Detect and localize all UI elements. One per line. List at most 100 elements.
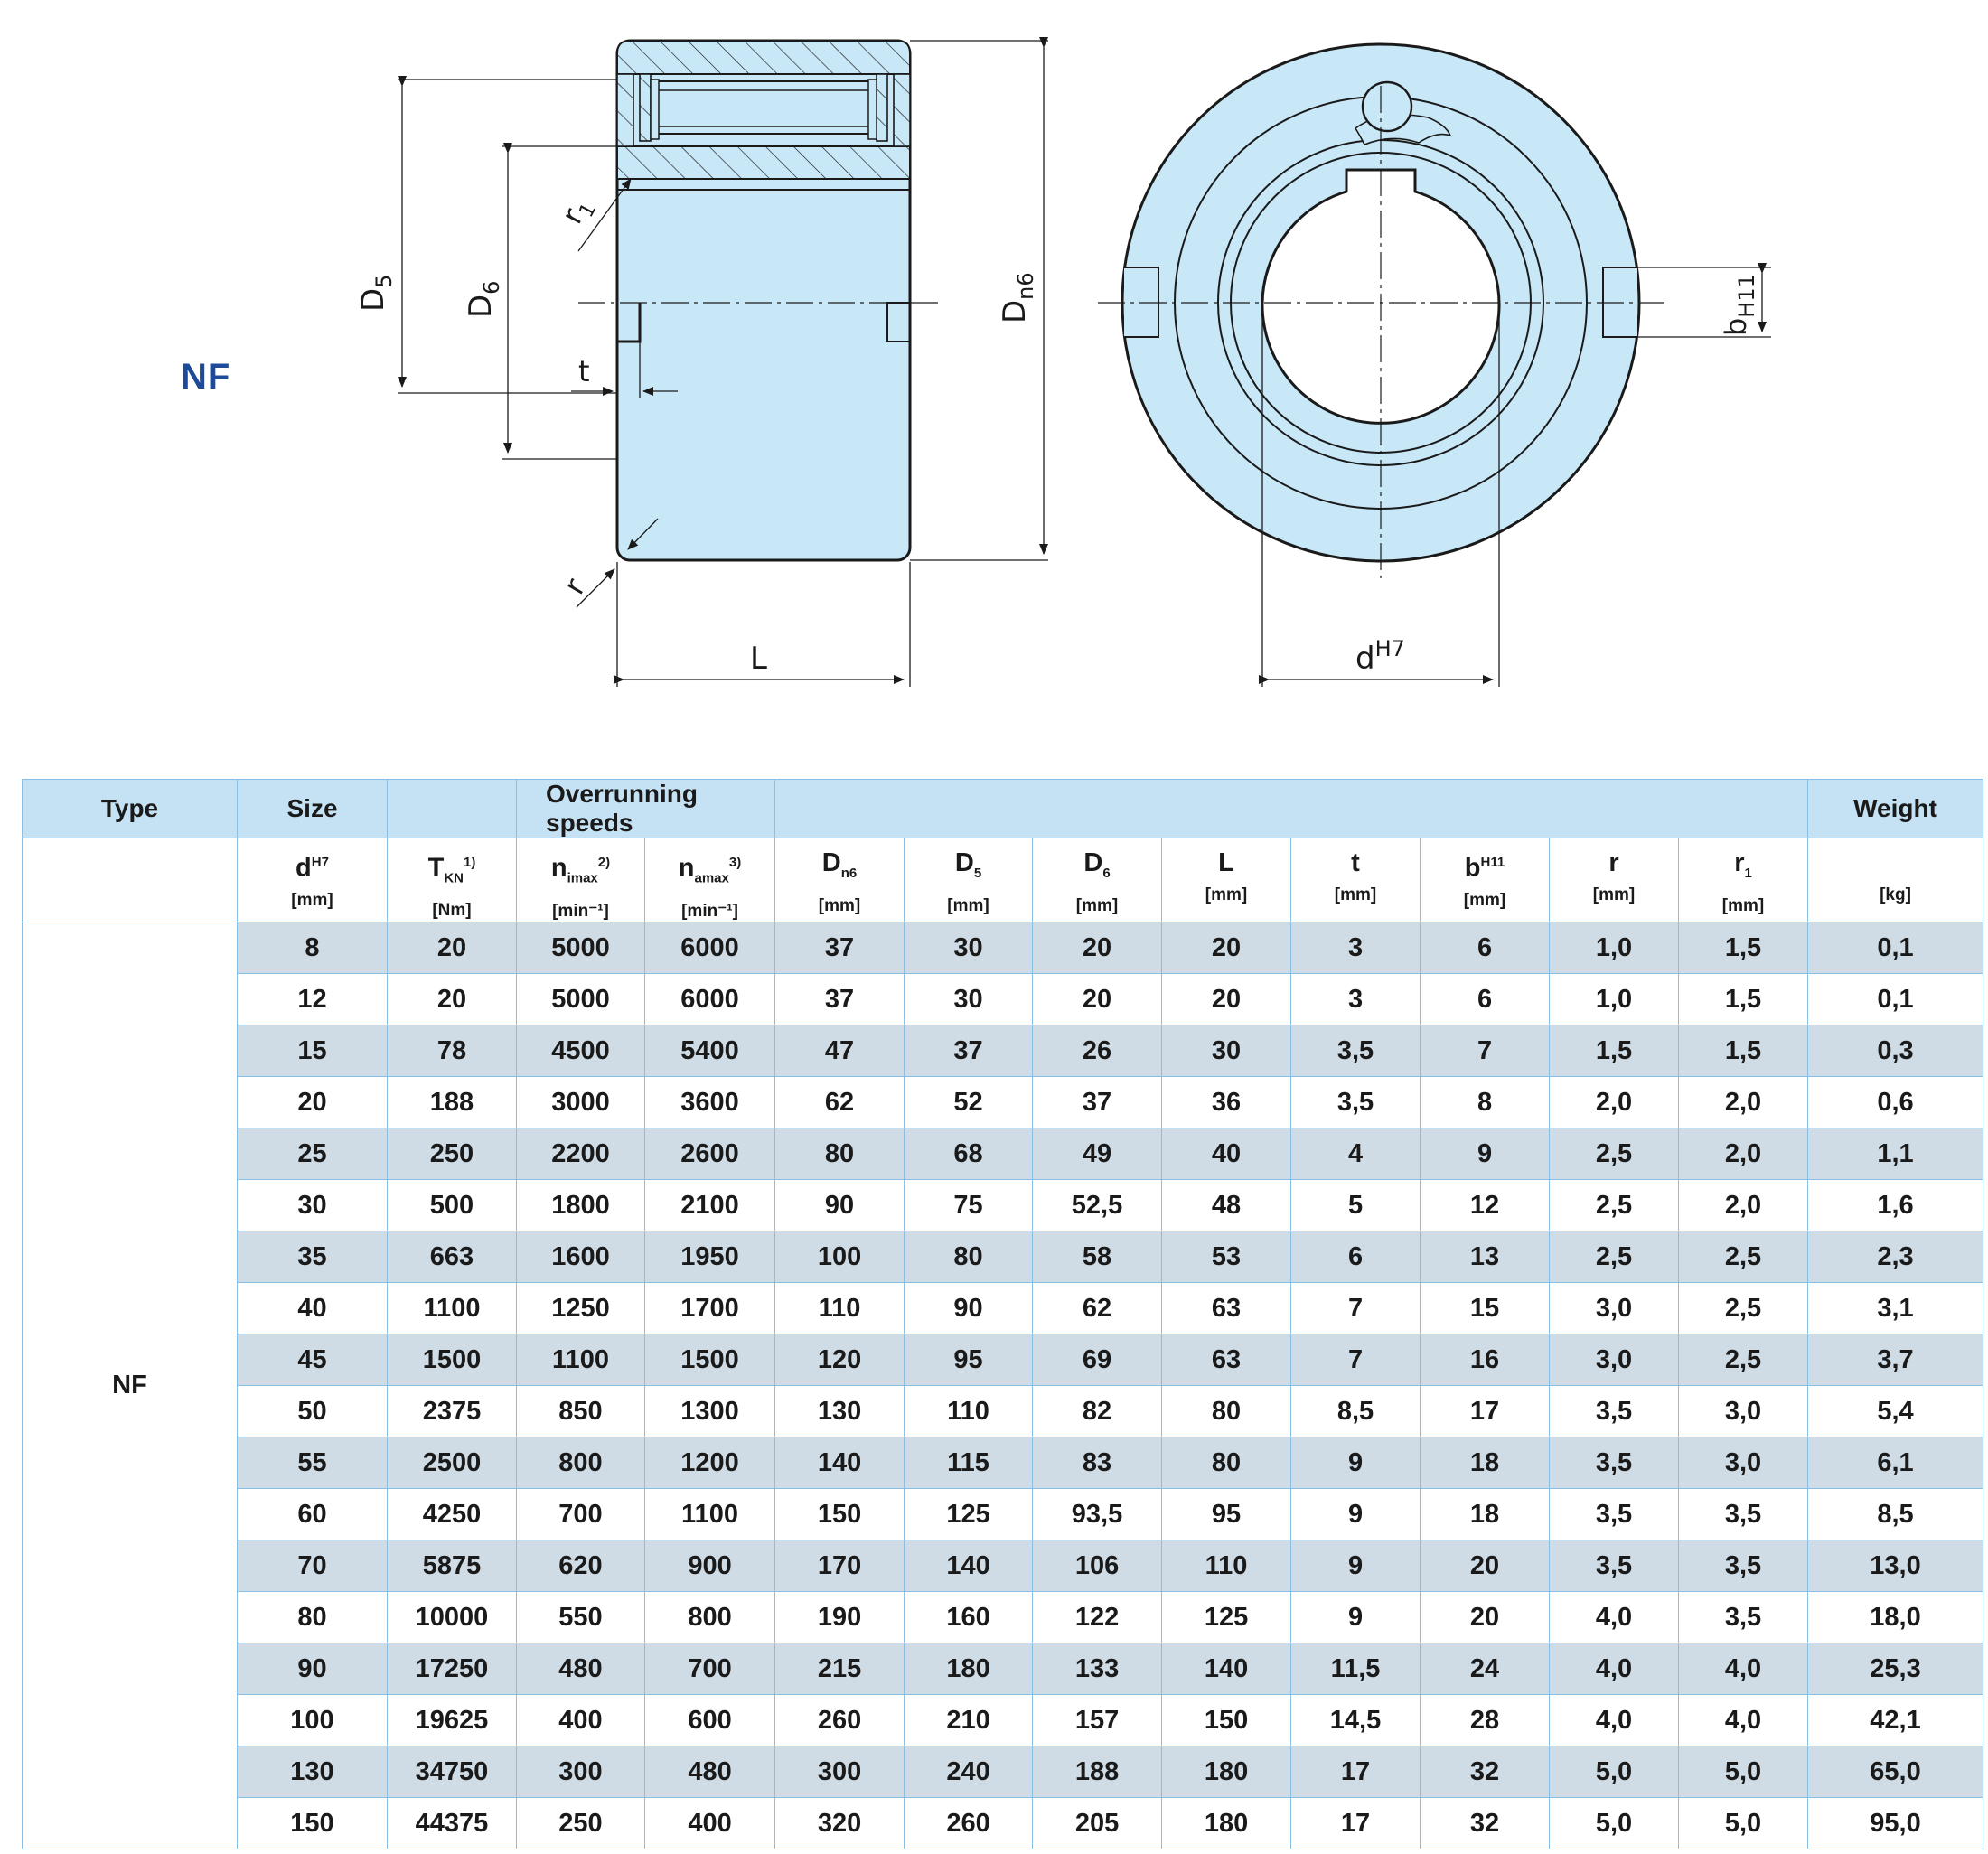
left-bearing-ring xyxy=(639,73,652,142)
table-cell: 80 xyxy=(1161,1385,1292,1438)
table-cell: 5875 xyxy=(387,1540,517,1593)
table-cell: 30 xyxy=(904,922,1034,975)
table-cell: 17 xyxy=(1420,1385,1551,1438)
table-cell: 140 xyxy=(774,1437,905,1490)
column-unit: [mm] xyxy=(1205,885,1248,904)
table-cell: 3600 xyxy=(643,1076,776,1129)
table-cell: 34750 xyxy=(387,1746,517,1799)
table-cell: 0,6 xyxy=(1807,1076,1984,1129)
table-cell: 150 xyxy=(1161,1694,1292,1747)
table-cell: 13,0 xyxy=(1807,1540,1984,1593)
table-cell: 63 xyxy=(1161,1334,1292,1387)
column-unit: [mm] xyxy=(1334,885,1377,904)
table-cell: 95,0 xyxy=(1807,1797,1984,1850)
table-cell: 15 xyxy=(237,1025,388,1078)
table-cell: 95 xyxy=(1161,1488,1292,1541)
table-cell: 35 xyxy=(237,1231,388,1284)
table-cell: 7 xyxy=(1290,1334,1421,1387)
column-symbol: TKN1) xyxy=(427,853,476,886)
table-cell: 1500 xyxy=(387,1334,517,1387)
table-cell: 20 xyxy=(387,973,517,1026)
table-cell: 250 xyxy=(516,1797,645,1850)
table-cell: 1200 xyxy=(643,1437,776,1490)
table-cell: 260 xyxy=(904,1797,1034,1850)
table-cell: 3,5 xyxy=(1549,1385,1680,1438)
table-cell: 2100 xyxy=(643,1179,776,1232)
series-label: NF xyxy=(181,357,231,397)
table-cell: 5 xyxy=(1290,1179,1421,1232)
table-cell: 4250 xyxy=(387,1488,517,1541)
column-header: TKN1)[Nm] xyxy=(387,837,517,923)
table-cell: 3,5 xyxy=(1290,1025,1421,1078)
table-cell: 1250 xyxy=(516,1282,645,1335)
r1-label: r1 xyxy=(555,192,602,232)
table-cell: 260 xyxy=(774,1694,905,1747)
table-cell: 620 xyxy=(516,1540,645,1593)
column-symbol: dH7 xyxy=(295,853,329,883)
right-shoulder xyxy=(893,73,911,147)
table-cell: 1600 xyxy=(516,1231,645,1284)
table-cell: 62 xyxy=(774,1076,905,1129)
table-cell: 20 xyxy=(237,1076,388,1129)
left-bearing-ring-2 xyxy=(650,79,660,140)
table-cell: 800 xyxy=(643,1591,776,1644)
table-cell: 9 xyxy=(1290,1488,1421,1541)
table-cell: 90 xyxy=(904,1282,1034,1335)
table-cell: 2,5 xyxy=(1678,1231,1809,1284)
table-cell: 3,1 xyxy=(1807,1282,1984,1335)
table-cell: 53 xyxy=(1161,1231,1292,1284)
column-header: D6[mm] xyxy=(1032,837,1163,923)
table-cell: 32 xyxy=(1420,1746,1551,1799)
table-cell: 188 xyxy=(387,1076,517,1129)
table-cell: 80 xyxy=(237,1591,388,1644)
table-cell: 300 xyxy=(516,1746,645,1799)
column-unit: [min⁻¹] xyxy=(552,902,609,922)
type-cell: NF xyxy=(22,922,238,1850)
left-shoulder xyxy=(616,73,634,147)
table-cell: 90 xyxy=(237,1643,388,1696)
table-cell: 480 xyxy=(643,1746,776,1799)
table-cell: 80 xyxy=(1161,1437,1292,1490)
column-unit: [kg] xyxy=(1880,885,1911,904)
table-cell: 125 xyxy=(904,1488,1034,1541)
table-cell: 3,0 xyxy=(1549,1282,1680,1335)
column-header: r[mm] xyxy=(1549,837,1680,923)
table-cell: 18 xyxy=(1420,1437,1551,1490)
table-cell: 215 xyxy=(774,1643,905,1696)
table-cell: 60 xyxy=(237,1488,388,1541)
table-cell: 4500 xyxy=(516,1025,645,1078)
table-cell: 7 xyxy=(1420,1025,1551,1078)
table-cell: 90 xyxy=(774,1179,905,1232)
column-unit: [mm] xyxy=(1463,890,1506,910)
keyway-side xyxy=(615,303,642,343)
table-cell: 160 xyxy=(904,1591,1034,1644)
table-cell: 42,1 xyxy=(1807,1694,1984,1747)
table-cell: 25,3 xyxy=(1807,1643,1984,1696)
column-symbols-row: dH7[mm]TKN1)[Nm]nimax2)[min⁻¹]namax3)[mi… xyxy=(22,837,1984,923)
table-cell: 700 xyxy=(516,1488,645,1541)
table-cell: 7 xyxy=(1290,1282,1421,1335)
table-cell: 3,0 xyxy=(1549,1334,1680,1387)
table-cell: 100 xyxy=(774,1231,905,1284)
length-label: L xyxy=(750,641,767,677)
table-cell: 36 xyxy=(1161,1076,1292,1129)
table-cell: 150 xyxy=(774,1488,905,1541)
table-cell: 400 xyxy=(516,1694,645,1747)
table-cell: 5,0 xyxy=(1549,1797,1680,1850)
table-cell: 48 xyxy=(1161,1179,1292,1232)
table-cell: 15 xyxy=(1420,1282,1551,1335)
table-cell: 20 xyxy=(1420,1591,1551,1644)
column-symbol: namax3) xyxy=(678,853,742,886)
table-cell: 8,5 xyxy=(1807,1488,1984,1541)
column-symbol: Dn6 xyxy=(821,848,858,881)
table-cell: 550 xyxy=(516,1591,645,1644)
table-cell: 4,0 xyxy=(1549,1694,1680,1747)
table-cell: 500 xyxy=(387,1179,517,1232)
